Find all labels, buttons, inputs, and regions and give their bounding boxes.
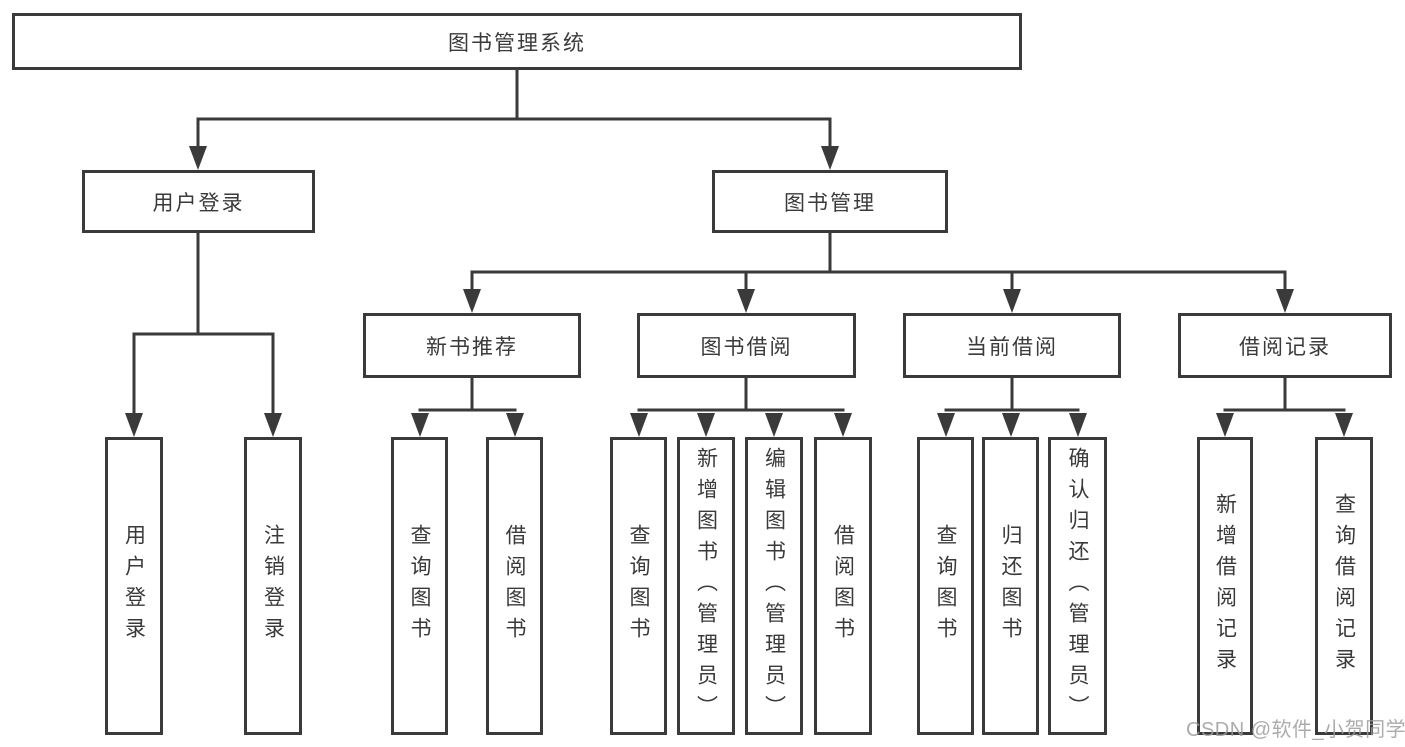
leaf-query-borrow-record: 查询借阅记录 — [1315, 437, 1373, 735]
leaf-add-borrow-record-label: 新增借阅记录 — [1213, 493, 1237, 679]
leaf-user-login: 用户登录 — [105, 437, 163, 735]
leaf-confirm-return-admin: 确认归还（管理员） — [1048, 437, 1107, 735]
leaf-borrow-book-newrec: 借阅图书 — [486, 437, 543, 735]
leaf-user-login-label: 用户登录 — [122, 524, 146, 648]
leaf-return-book-label: 归还图书 — [999, 524, 1022, 648]
leaf-query-book-current-label: 查询图书 — [934, 524, 957, 648]
leaf-add-book-admin-label: 新增图书（管理员） — [694, 446, 718, 726]
leaf-return-book: 归还图书 — [982, 437, 1039, 735]
leaf-query-book-borrow-label: 查询图书 — [627, 524, 650, 648]
connector-book-borrow-to-leaves — [630, 378, 852, 437]
node-new-book-recommendation: 新书推荐 — [363, 313, 581, 378]
node-borrowing-records: 借阅记录 — [1178, 313, 1392, 378]
leaf-query-borrow-record-label: 查询借阅记录 — [1332, 493, 1356, 679]
leaf-query-book-current: 查询图书 — [917, 437, 974, 735]
connector-book-mgmt-to-level3 — [463, 233, 1294, 313]
leaf-logout-label: 注销登录 — [261, 524, 285, 648]
leaf-borrow-book-newrec-label: 借阅图书 — [503, 524, 526, 648]
leaf-query-book-borrow: 查询图书 — [610, 437, 667, 735]
node-book-management: 图书管理 — [712, 170, 948, 233]
connector-user-login-to-leaves — [125, 233, 282, 437]
node-library-management-system: 图书管理系统 — [12, 13, 1022, 70]
leaf-confirm-return-admin-label: 确认归还（管理员） — [1066, 446, 1089, 726]
leaf-query-book-newrec-label: 查询图书 — [408, 524, 431, 648]
leaf-edit-book-admin-label: 编辑图书（管理员） — [762, 446, 786, 726]
csdn-watermark: CSDN @软件_小贺同学 — [1186, 719, 1405, 741]
leaf-logout: 注销登录 — [244, 437, 302, 735]
leaf-add-book-admin: 新增图书（管理员） — [677, 437, 735, 735]
node-book-borrowing: 图书借阅 — [637, 313, 856, 378]
leaf-borrow-book-borrow: 借阅图书 — [814, 437, 872, 735]
node-current-borrowing: 当前借阅 — [903, 313, 1121, 378]
leaf-query-book-newrec: 查询图书 — [391, 437, 448, 735]
connector-current-borrow-to-leaves — [937, 378, 1087, 437]
leaf-borrow-book-borrow-label: 借阅图书 — [831, 524, 855, 648]
node-user-login: 用户登录 — [82, 170, 315, 233]
connector-new-book-rec-to-leaves — [411, 378, 524, 437]
connector-borrow-records-to-leaves — [1216, 378, 1353, 437]
connector-root-to-level2 — [189, 69, 839, 170]
leaf-add-borrow-record: 新增借阅记录 — [1197, 437, 1253, 735]
leaf-edit-book-admin: 编辑图书（管理员） — [745, 437, 803, 735]
